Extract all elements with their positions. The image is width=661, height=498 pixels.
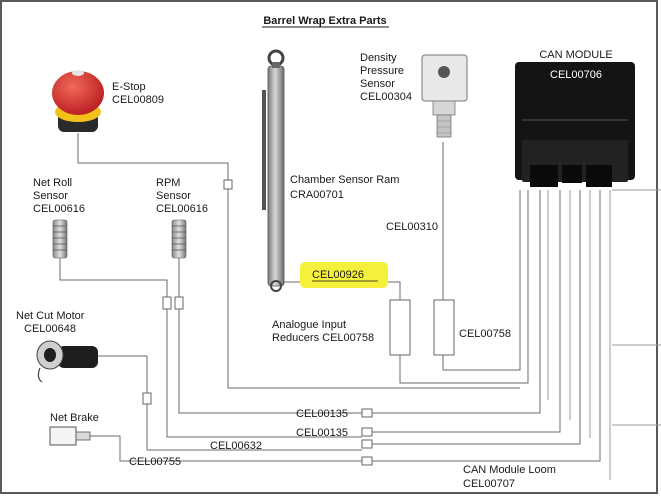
module-outgoing-wires xyxy=(612,189,661,426)
net-brake-body xyxy=(49,426,77,446)
can-module-plug-1 xyxy=(530,165,558,187)
density-code: CEL00304 xyxy=(360,91,412,103)
reducer2-code: CEL00758 xyxy=(459,328,511,340)
net-roll-sensor-code: CEL00616 xyxy=(33,203,85,215)
loom-connector-3 xyxy=(361,439,373,449)
net-brake xyxy=(49,426,91,446)
can-module-code: CEL00706 xyxy=(550,69,602,81)
estop-button xyxy=(52,70,104,132)
estop-red-cap xyxy=(52,71,104,115)
chamber-ram-sensor-strip xyxy=(262,90,266,210)
loom-connector-1 xyxy=(361,408,373,418)
rpm-sensor-wire xyxy=(178,258,362,414)
loom-connector-4 xyxy=(361,456,373,466)
net-cut-motor-hub xyxy=(44,348,56,362)
net-cut-motor-code: CEL00648 xyxy=(24,323,76,335)
density-cable-label: CEL00310 xyxy=(386,221,438,233)
can-loom-name: CAN Module Loom xyxy=(463,464,556,476)
cable-d-label: CEL00755 xyxy=(129,456,181,468)
can-module-name: CAN MODULE xyxy=(539,49,612,61)
loom-connector-2 xyxy=(361,427,373,437)
ram-cable-label: CEL00926 xyxy=(312,269,364,281)
net-cut-motor xyxy=(36,340,98,383)
net-roll-sensor-wire xyxy=(59,258,362,438)
chamber-ram-body xyxy=(267,65,285,287)
estop-center-mark xyxy=(72,70,84,76)
density-sensor-thread-lines xyxy=(437,120,451,134)
estop-name: E-Stop xyxy=(112,81,146,93)
cable-c-label: CEL00632 xyxy=(210,440,262,452)
can-loom-code: CEL00707 xyxy=(463,478,515,490)
loom-wire-4 xyxy=(372,190,601,462)
analogue-reducers-line2: Reducers CEL00758 xyxy=(272,332,374,344)
reducer2-output-wire xyxy=(442,190,521,371)
density-pressure-sensor xyxy=(421,54,468,138)
estop-wire xyxy=(77,133,520,389)
loom-wire-1 xyxy=(372,190,541,414)
density-line2: Pressure xyxy=(360,65,404,77)
estop-code: CEL00809 xyxy=(112,94,164,106)
net-cut-motor-wire xyxy=(97,355,362,451)
chamber-ram-name: Chamber Sensor Ram xyxy=(290,174,399,186)
density-sensor-head xyxy=(421,54,468,102)
density-line1: Density xyxy=(360,52,397,64)
rpm-sensor-line2: Sensor xyxy=(156,190,191,202)
net-roll-sensor-thread xyxy=(53,225,67,251)
analogue-reducers-line1: Analogue Input xyxy=(272,319,346,331)
net-roll-sensor-body xyxy=(52,219,68,259)
cable-b-label: CEL00135 xyxy=(296,427,348,439)
net-roll-sensor-line2: Sensor xyxy=(33,190,68,202)
rpm-sensor-thread xyxy=(172,225,186,251)
net-cut-motor-body xyxy=(58,346,98,368)
net-cut-inline-connector xyxy=(142,392,152,405)
loom-extra-wires xyxy=(547,190,611,480)
chamber-ram-code: CRA00701 xyxy=(290,189,344,201)
rpm-sensor xyxy=(171,219,187,259)
reducer-output-wire xyxy=(399,190,529,384)
net-brake-name: Net Brake xyxy=(50,412,99,424)
estop-inline-connector xyxy=(223,179,233,190)
reducer-2 xyxy=(433,299,455,356)
density-line3: Sensor xyxy=(360,78,395,90)
net-cut-motor-name: Net Cut Motor xyxy=(16,310,85,322)
rpm-inline-connector xyxy=(174,296,184,310)
loom-wire-2 xyxy=(372,190,561,433)
can-module xyxy=(515,62,635,187)
diagram-title: Barrel Wrap Extra Parts xyxy=(263,15,386,27)
chamber-ram-top-fitting xyxy=(272,62,280,68)
density-sensor-thread xyxy=(436,114,452,138)
rpm-sensor-line1: RPM xyxy=(156,177,180,189)
can-module-plug-2 xyxy=(562,165,582,183)
net-brake-wire xyxy=(90,435,362,462)
loom-wire-3 xyxy=(372,190,581,445)
cable-highlight xyxy=(300,262,388,288)
density-sensor-neck xyxy=(432,100,456,116)
chamber-ram-bottom-eye xyxy=(270,280,282,292)
net-roll-sensor-line1: Net Roll xyxy=(33,177,72,189)
net-cut-motor-lead xyxy=(37,367,43,383)
can-module-plug-3 xyxy=(586,165,612,187)
density-sensor-dial xyxy=(438,66,450,78)
cable-a-label: CEL00135 xyxy=(296,408,348,420)
net-roll-sensor xyxy=(52,219,68,259)
chamber-sensor-ram xyxy=(262,49,285,292)
rpm-sensor-body xyxy=(171,219,187,259)
rpm-sensor-code: CEL00616 xyxy=(156,203,208,215)
net-brake-plug xyxy=(75,431,91,441)
net-roll-inline-connector xyxy=(162,296,172,310)
wiring xyxy=(59,133,661,480)
analogue-reducer xyxy=(389,299,411,356)
